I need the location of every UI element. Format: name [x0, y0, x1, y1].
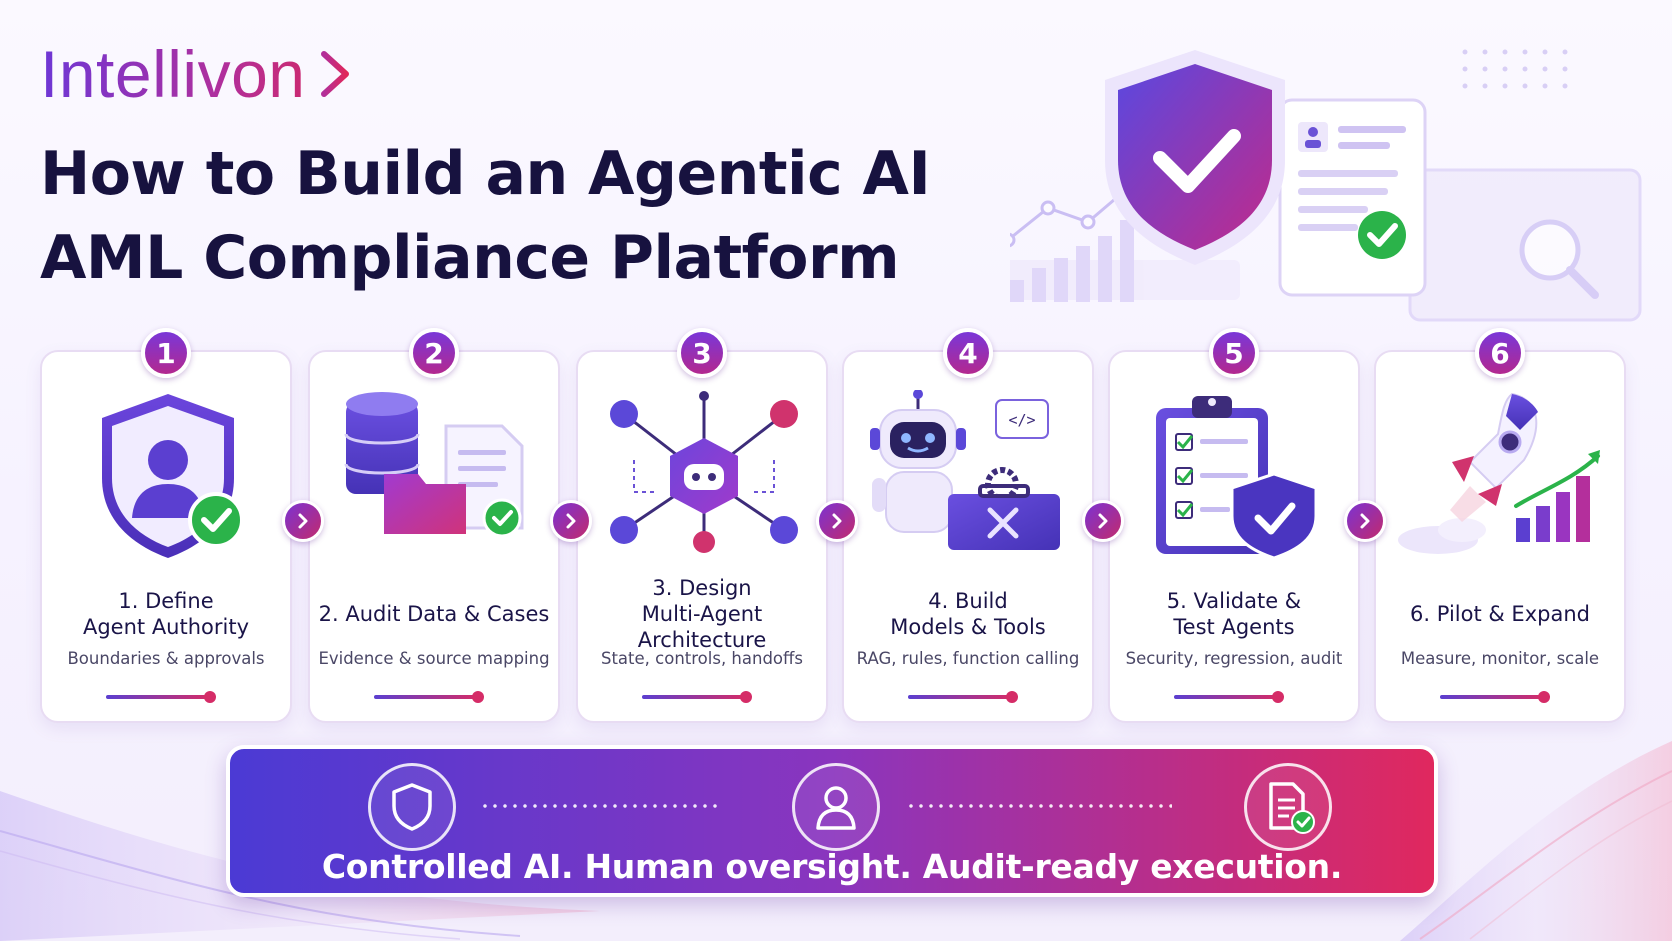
- dotted-connector: [480, 804, 720, 808]
- banner-tagline: Controlled AI. Human oversight. Audit-re…: [321, 847, 1343, 886]
- step-title: 5. Validate & Test Agents: [1166, 589, 1302, 639]
- chevron-right-icon: [550, 500, 592, 542]
- user-icon: [792, 763, 880, 851]
- shield-user-icon: [102, 394, 244, 558]
- step-progress-bar: [374, 691, 484, 703]
- clipboard-shield-icon: [1156, 396, 1318, 560]
- step-subtitle: Boundaries & approvals: [67, 649, 265, 668]
- step-number-badge: 6: [1475, 328, 1525, 378]
- steps-flow: 1 1. Define Agent Authority Boundaries &…: [40, 328, 1640, 725]
- step-card-5: 5 5. Validate & Test Agents Security,: [1108, 328, 1360, 723]
- chevron-right-icon: [282, 500, 324, 542]
- step-card-1: 1 1. Define Agent Authority Boundaries &…: [40, 328, 292, 723]
- step-title: 1. Define Agent Authority: [82, 589, 250, 639]
- summary-banner: Controlled AI. Human oversight. Audit-re…: [226, 745, 1438, 897]
- step-progress-bar: [106, 691, 216, 703]
- step-title: 4. Build Models & Tools: [890, 589, 1046, 639]
- step-card-4: 4 </> 4. Build Models & Tools RAG, rules…: [842, 328, 1094, 723]
- document-check-icon: [1244, 763, 1332, 851]
- hero-illustration: [1010, 49, 1642, 322]
- step-number-badge: 3: [677, 328, 727, 378]
- database-folder-icon: [344, 392, 524, 538]
- shield-icon: [368, 763, 456, 851]
- step-number-badge: 2: [409, 328, 459, 378]
- agent-network-icon: [610, 391, 798, 553]
- chevron-right-icon: [320, 51, 349, 97]
- robot-toolbox-icon: </>: [870, 390, 1060, 550]
- chevron-right-icon: [1344, 500, 1386, 542]
- step-title: 6. Pilot & Expand: [1410, 602, 1590, 626]
- step-number-badge: 5: [1209, 328, 1259, 378]
- title-line-1: How to Build an Agentic AI: [40, 139, 931, 209]
- title-line-2: AML Compliance Platform: [40, 223, 900, 293]
- step-progress-bar: [642, 691, 752, 703]
- step-subtitle: Evidence & source mapping: [318, 649, 550, 668]
- step-card-3: 3 3. Design Multi-Agent Architectu: [576, 328, 828, 723]
- step-title: 2. Audit Data & Cases: [318, 602, 550, 626]
- step-number-badge: 1: [141, 328, 191, 378]
- step-progress-bar: [1174, 691, 1284, 703]
- chevron-right-icon: [816, 500, 858, 542]
- rocket-chart-icon: [1398, 392, 1600, 554]
- svg-text:</>: </>: [1008, 411, 1035, 429]
- step-title: 3. Design Multi-Agent Architecture: [637, 576, 767, 652]
- step-card-6: 6 6. Pilot & Expand Measure, monitor, sc…: [1374, 328, 1626, 723]
- brand-name: Intellivon: [40, 37, 306, 111]
- step-progress-bar: [1440, 691, 1550, 703]
- step-card-2: 2 2. Audit Data & Cases Evidence & sourc…: [308, 328, 560, 723]
- step-subtitle: RAG, rules, function calling: [856, 649, 1080, 668]
- step-subtitle: Security, regression, audit: [1125, 649, 1343, 668]
- step-number-badge: 4: [943, 328, 993, 378]
- chevron-right-icon: [1082, 500, 1124, 542]
- page-title: How to Build an Agentic AI AML Complianc…: [40, 132, 931, 300]
- step-progress-bar: [908, 691, 1018, 703]
- dotted-connector: [906, 804, 1172, 808]
- step-subtitle: Measure, monitor, scale: [1400, 649, 1600, 668]
- brand-logo: Intellivon: [40, 36, 352, 112]
- step-subtitle: State, controls, handoffs: [600, 649, 803, 668]
